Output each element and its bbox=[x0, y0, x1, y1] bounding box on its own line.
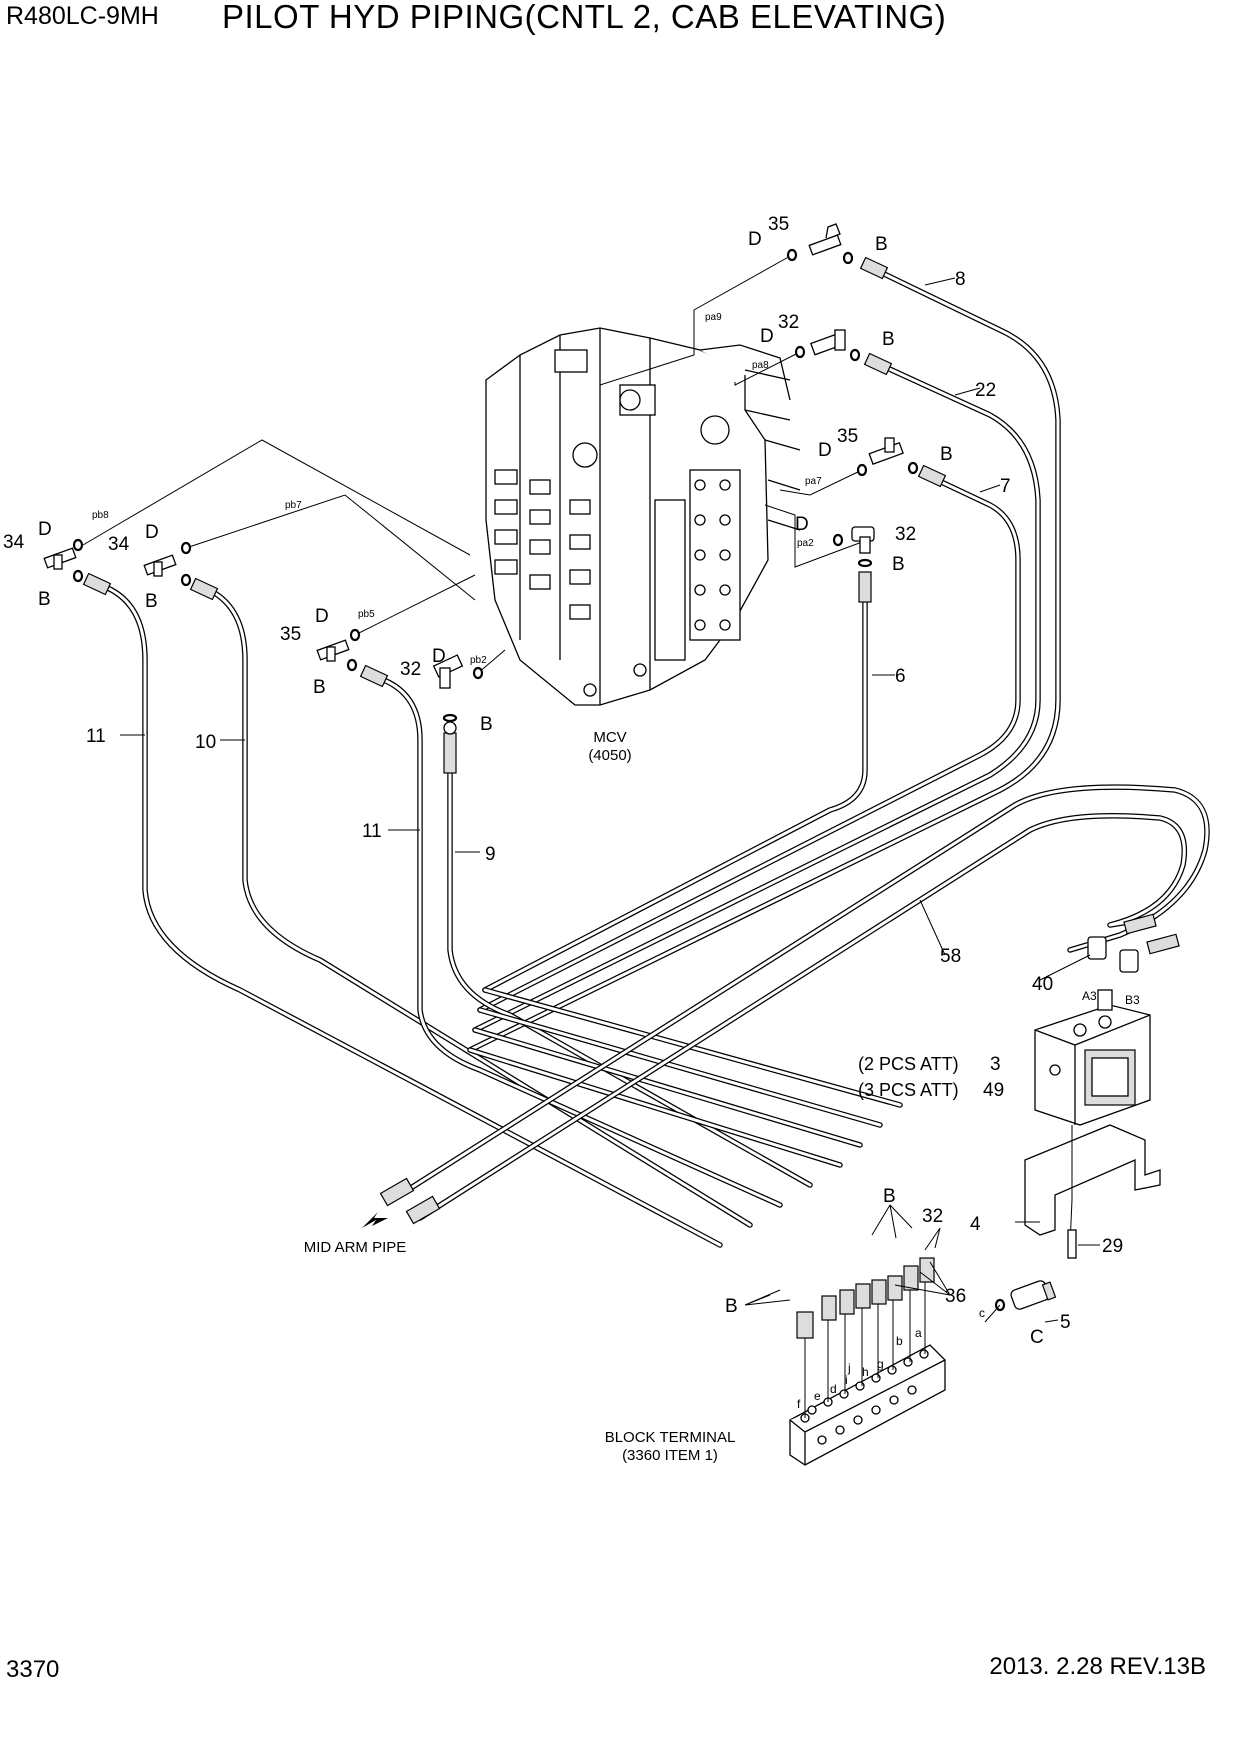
callout-d5: D bbox=[38, 519, 52, 540]
terminal-port-g: g bbox=[877, 1357, 884, 1371]
mcv-label: MCV bbox=[593, 729, 626, 746]
callout-6: 6 bbox=[895, 666, 906, 687]
terminal-port-c: c bbox=[979, 1306, 985, 1320]
callout-b3: B bbox=[940, 444, 953, 465]
callout-34-mid: 34 bbox=[108, 534, 130, 555]
cab-elevating-valve bbox=[1034, 989, 1151, 1126]
callout-40: 40 bbox=[1032, 974, 1053, 995]
callout-d1: D bbox=[748, 229, 762, 250]
callout-d8: D bbox=[432, 646, 446, 667]
callout-34-left: 34 bbox=[3, 532, 25, 553]
port-b3: B3 bbox=[1125, 993, 1140, 1007]
callout-32-mid: 32 bbox=[400, 659, 421, 680]
callout-11-mid: 11 bbox=[362, 821, 382, 842]
port-pa2: pa2 bbox=[797, 538, 814, 549]
callout-b9: B bbox=[883, 1186, 896, 1207]
callout-36: 36 bbox=[945, 1286, 966, 1307]
callout-b4: B bbox=[892, 554, 905, 575]
port-pb7: pb7 bbox=[285, 500, 302, 511]
terminal-port-f: f bbox=[797, 1397, 801, 1411]
att-note-3pcs: (3 PCS ATT) bbox=[858, 1080, 959, 1100]
mid-arm-pipe-label: MID ARM PIPE bbox=[304, 1239, 407, 1256]
callout-7: 7 bbox=[1000, 476, 1011, 497]
terminal-port-j: j bbox=[847, 1361, 851, 1375]
callout-b6: B bbox=[145, 591, 158, 612]
att-note-2pcs: (2 PCS ATT) bbox=[858, 1054, 959, 1074]
page-number: 3370 bbox=[6, 1656, 60, 1683]
terminal-port-i: i bbox=[845, 1373, 848, 1387]
callout-d4: D bbox=[795, 514, 809, 535]
block-terminal-label: BLOCK TERMINAL bbox=[605, 1429, 736, 1446]
callout-d7: D bbox=[315, 606, 329, 627]
page-title: PILOT HYD PIPING(CNTL 2, CAB ELEVATING) bbox=[222, 0, 947, 35]
callout-9: 9 bbox=[485, 844, 496, 865]
callout-b1: B bbox=[875, 234, 888, 255]
port-leader-lines bbox=[82, 254, 863, 674]
o-rings bbox=[72, 248, 1006, 1312]
mid-arm-arrow-icon bbox=[362, 1212, 388, 1228]
callout-b10: B bbox=[725, 1296, 738, 1317]
callout-11-left: 11 bbox=[86, 726, 106, 747]
callout-29: 29 bbox=[1102, 1236, 1123, 1257]
callout-c: C bbox=[1030, 1327, 1044, 1348]
callout-8: 8 bbox=[955, 269, 966, 290]
port-pa8: pa8 bbox=[752, 360, 769, 371]
port-pa9: pa9 bbox=[705, 312, 722, 323]
terminal-port-b: b bbox=[896, 1334, 903, 1348]
mcv-reference: (4050) bbox=[588, 747, 631, 764]
hoses bbox=[97, 269, 1210, 1248]
port-pb2: pb2 bbox=[470, 655, 487, 666]
callout-32-bottom: 32 bbox=[922, 1206, 943, 1227]
port-a3: A3 bbox=[1082, 989, 1097, 1003]
callout-b7: B bbox=[313, 677, 326, 698]
callout-35-top: 35 bbox=[768, 214, 789, 235]
pressure-switch bbox=[1010, 1280, 1057, 1310]
mounting-bracket bbox=[1024, 1124, 1161, 1246]
block-terminal bbox=[789, 1257, 946, 1466]
callout-d3: D bbox=[818, 440, 832, 461]
revision-date: 2013. 2.28 REV.13B bbox=[989, 1653, 1206, 1680]
port-pa7: pa7 bbox=[805, 476, 822, 487]
callout-d2: D bbox=[760, 326, 774, 347]
fittings bbox=[43, 223, 1180, 1225]
callout-35-right: 35 bbox=[837, 426, 858, 447]
block-terminal-reference: (3360 ITEM 1) bbox=[622, 1447, 718, 1464]
callout-leaders bbox=[120, 277, 1091, 1323]
port-pb5: pb5 bbox=[358, 609, 375, 620]
terminal-port-a: a bbox=[915, 1326, 922, 1340]
callout-58: 58 bbox=[940, 946, 961, 967]
callout-4: 4 bbox=[970, 1214, 981, 1235]
callout-35-left: 35 bbox=[280, 624, 301, 645]
callout-22: 22 bbox=[975, 380, 996, 401]
callout-b2: B bbox=[882, 329, 895, 350]
port-pb8: pb8 bbox=[92, 510, 109, 521]
callout-5: 5 bbox=[1060, 1312, 1071, 1333]
callout-3: 3 bbox=[990, 1054, 1001, 1075]
callout-10: 10 bbox=[195, 732, 216, 753]
callout-32-right: 32 bbox=[895, 524, 916, 545]
terminal-port-h: h bbox=[862, 1365, 869, 1379]
terminal-port-e: e bbox=[814, 1389, 821, 1403]
callout-32-top: 32 bbox=[778, 312, 799, 333]
mcv-valve-block bbox=[485, 327, 801, 706]
model-number: R480LC-9MH bbox=[6, 2, 159, 30]
terminal-port-d: d bbox=[830, 1382, 837, 1396]
callout-d6: D bbox=[145, 522, 159, 543]
callout-b8: B bbox=[480, 714, 493, 735]
callout-b5: B bbox=[38, 589, 51, 610]
callout-49: 49 bbox=[983, 1080, 1004, 1101]
